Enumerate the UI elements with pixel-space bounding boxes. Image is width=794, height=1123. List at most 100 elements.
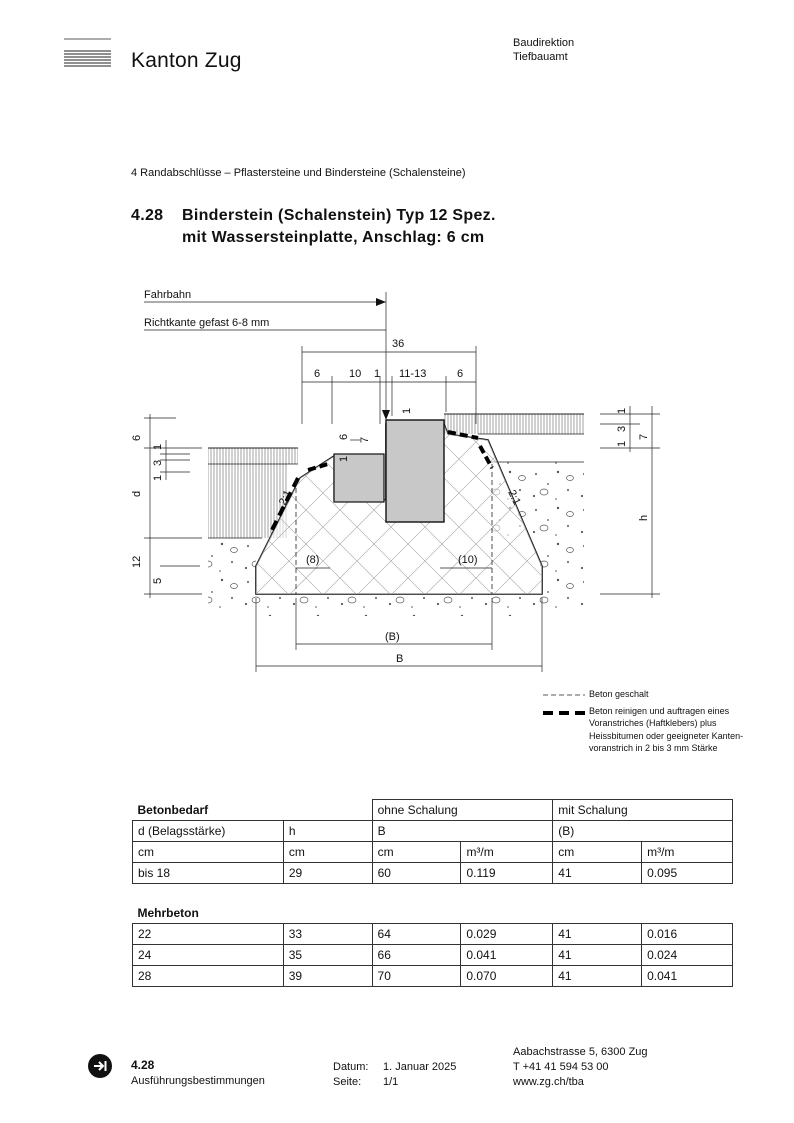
header-h: h bbox=[282, 820, 373, 842]
legend: Beton geschalt Beton reinigen und auftra… bbox=[543, 688, 743, 755]
right-dim-1b: 1 bbox=[616, 441, 628, 447]
unit-m3-mit: m³/m bbox=[641, 841, 733, 863]
dim-b: 10 bbox=[349, 368, 361, 380]
right-dim-h: h bbox=[638, 515, 650, 521]
page-title: 4.28 Binderstein (Schalenstein) Typ 12 Sp… bbox=[131, 205, 496, 249]
department-name: Baudirektion bbox=[513, 37, 575, 49]
footer-number: 4.28 bbox=[131, 1058, 155, 1072]
cell-d: 24 bbox=[132, 944, 284, 966]
table-row: 24 35 66 0.041 41 0.024 bbox=[132, 944, 733, 966]
cell-h: 39 bbox=[282, 965, 373, 987]
legend-item-bitumen: Beton reinigen und auftragen eines Voran… bbox=[543, 705, 743, 755]
section-label: 4 Randabschlüsse – Pflastersteine und Bi… bbox=[131, 167, 466, 179]
footer-value-seite: 1/1 bbox=[383, 1076, 399, 1088]
right-dim-7: 7 bbox=[638, 434, 650, 440]
header-betonbedarf: Betonbedarf bbox=[132, 799, 373, 821]
label-b-paren: (B) bbox=[385, 631, 400, 643]
cell-b-paren: 41 bbox=[552, 923, 643, 945]
cell-b: 66 bbox=[371, 944, 462, 966]
footer-label-datum: Datum: bbox=[333, 1061, 369, 1073]
cell-h: 29 bbox=[282, 862, 373, 884]
left-dim-1a: 1 bbox=[152, 444, 164, 450]
cell-d: bis 18 bbox=[132, 862, 284, 884]
dim-d: 11-13 bbox=[399, 368, 426, 380]
cell-b: 70 bbox=[371, 965, 462, 987]
dim-one-small: 1 bbox=[338, 456, 350, 462]
unit-h: cm bbox=[282, 841, 373, 863]
dim-seven-small: 7 bbox=[359, 437, 371, 443]
left-dim-d: d bbox=[131, 491, 143, 497]
brand-name: Kanton Zug bbox=[131, 49, 242, 72]
table-row: 28 39 70 0.070 41 0.041 bbox=[132, 965, 733, 987]
legend-text-2c: Heissbitumen oder geeigneter Kanten- bbox=[589, 730, 744, 741]
footer-label-seite: Seite: bbox=[333, 1076, 362, 1088]
dim-total: 36 bbox=[392, 338, 404, 350]
unit-d: cm bbox=[132, 841, 284, 863]
cell-m3-mit: 0.024 bbox=[641, 944, 733, 966]
footer-subtitle: Ausführungsbestimmungen bbox=[131, 1075, 265, 1087]
footer-phone: T +41 41 594 53 00 bbox=[513, 1061, 609, 1073]
cell-m3-ohne: 0.029 bbox=[460, 923, 554, 945]
table-row: cm cm cm m³/m cm m³/m bbox=[132, 841, 733, 863]
cell-m3-ohne: 0.119 bbox=[460, 862, 554, 884]
dim-c: 1 bbox=[374, 368, 380, 380]
cell-b: 64 bbox=[371, 923, 462, 945]
dimension-lines bbox=[144, 292, 660, 672]
legend-text-1: Beton geschalt bbox=[589, 689, 649, 699]
left-dim-6: 6 bbox=[131, 435, 143, 441]
footer-web[interactable]: www.zg.ch/tba bbox=[513, 1076, 584, 1088]
curb-stone bbox=[385, 419, 445, 523]
technical-drawing: Fahrbahn Richtkante gefast 6-8 mm 36 6 1… bbox=[131, 289, 660, 672]
title-line2: mit Wassersteinplatte, Anschlag: 6 cm bbox=[182, 229, 485, 246]
cell-b-paren: 41 bbox=[552, 965, 643, 987]
water-stone-plate bbox=[333, 453, 385, 503]
legend-text-2b: Voranstriches (Haftklebers) plus bbox=[589, 718, 717, 728]
asphalt-layers bbox=[208, 413, 584, 539]
bitumen-seal bbox=[270, 430, 494, 531]
header-b-paren: (B) bbox=[552, 820, 733, 842]
cell-b-paren: 41 bbox=[552, 862, 643, 884]
legend-text-2a: Beton reinigen und auftragen eines bbox=[589, 705, 730, 716]
cell-b: 60 bbox=[371, 862, 462, 884]
header-mehrbeton: Mehrbeton bbox=[132, 903, 733, 924]
dim-e: 6 bbox=[457, 368, 463, 380]
right-dim-1a: 1 bbox=[616, 408, 628, 414]
extra-concrete-table: Mehrbeton 22 33 64 0.029 41 0.016 24 35 … bbox=[132, 903, 733, 987]
footer-address: Aabachstrasse 5, 6300 Zug bbox=[513, 1046, 648, 1058]
cell-d: 28 bbox=[132, 965, 284, 987]
title-line1: Binderstein (Schalenstein) Typ 12 Spez. bbox=[182, 207, 496, 224]
cell-m3-ohne: 0.041 bbox=[460, 944, 554, 966]
left-dim-1b: 1 bbox=[152, 475, 164, 481]
footer-address-block: Aabachstrasse 5, 6300 Zug T +41 41 594 5… bbox=[513, 1045, 648, 1090]
header-mit-schalung: mit Schalung bbox=[552, 799, 733, 821]
label-richtkante: Richtkante gefast 6-8 mm bbox=[144, 317, 269, 329]
table-row: 22 33 64 0.029 41 0.016 bbox=[132, 923, 733, 945]
footer-labels: Datum: Seite: bbox=[333, 1060, 368, 1090]
label-b: B bbox=[396, 653, 403, 665]
table-row: Betonbedarf ohne Schalung mit Schalung bbox=[132, 799, 733, 821]
unit-b-paren: cm bbox=[552, 841, 643, 863]
cell-h: 35 bbox=[282, 944, 373, 966]
table-row: d (Belagsstärke) h B (B) bbox=[132, 820, 733, 842]
unit-m3-ohne: m³/m bbox=[460, 841, 554, 863]
footer-values: 1. Januar 2025 1/1 bbox=[383, 1060, 456, 1090]
left-dim-12: 12 bbox=[131, 556, 143, 568]
legend-text-2d: voranstrich in 2 bis 3 mm Stärke bbox=[589, 743, 718, 753]
arrow-circle-icon bbox=[88, 1054, 112, 1078]
header-ohne-schalung: ohne Schalung bbox=[371, 799, 554, 821]
cell-m3-mit: 0.016 bbox=[641, 923, 733, 945]
cell-m3-ohne: 0.070 bbox=[460, 965, 554, 987]
canton-logo-lines bbox=[64, 38, 111, 67]
title-number: 4.28 bbox=[131, 207, 164, 224]
office-name: Tiefbauamt bbox=[513, 51, 568, 63]
left-dim-5: 5 bbox=[152, 578, 164, 584]
concrete-demand-table: Betonbedarf ohne Schalung mit Schalung d… bbox=[132, 799, 733, 884]
label-10: (10) bbox=[458, 554, 478, 566]
cell-b-paren: 41 bbox=[552, 944, 643, 966]
cell-d: 22 bbox=[132, 923, 284, 945]
dim-one-top: 1 bbox=[401, 408, 413, 414]
department-block: Baudirektion Tiefbauamt bbox=[513, 36, 574, 64]
header-b: B bbox=[371, 820, 554, 842]
cell-m3-mit: 0.041 bbox=[641, 965, 733, 987]
table-row: Mehrbeton bbox=[132, 903, 733, 924]
